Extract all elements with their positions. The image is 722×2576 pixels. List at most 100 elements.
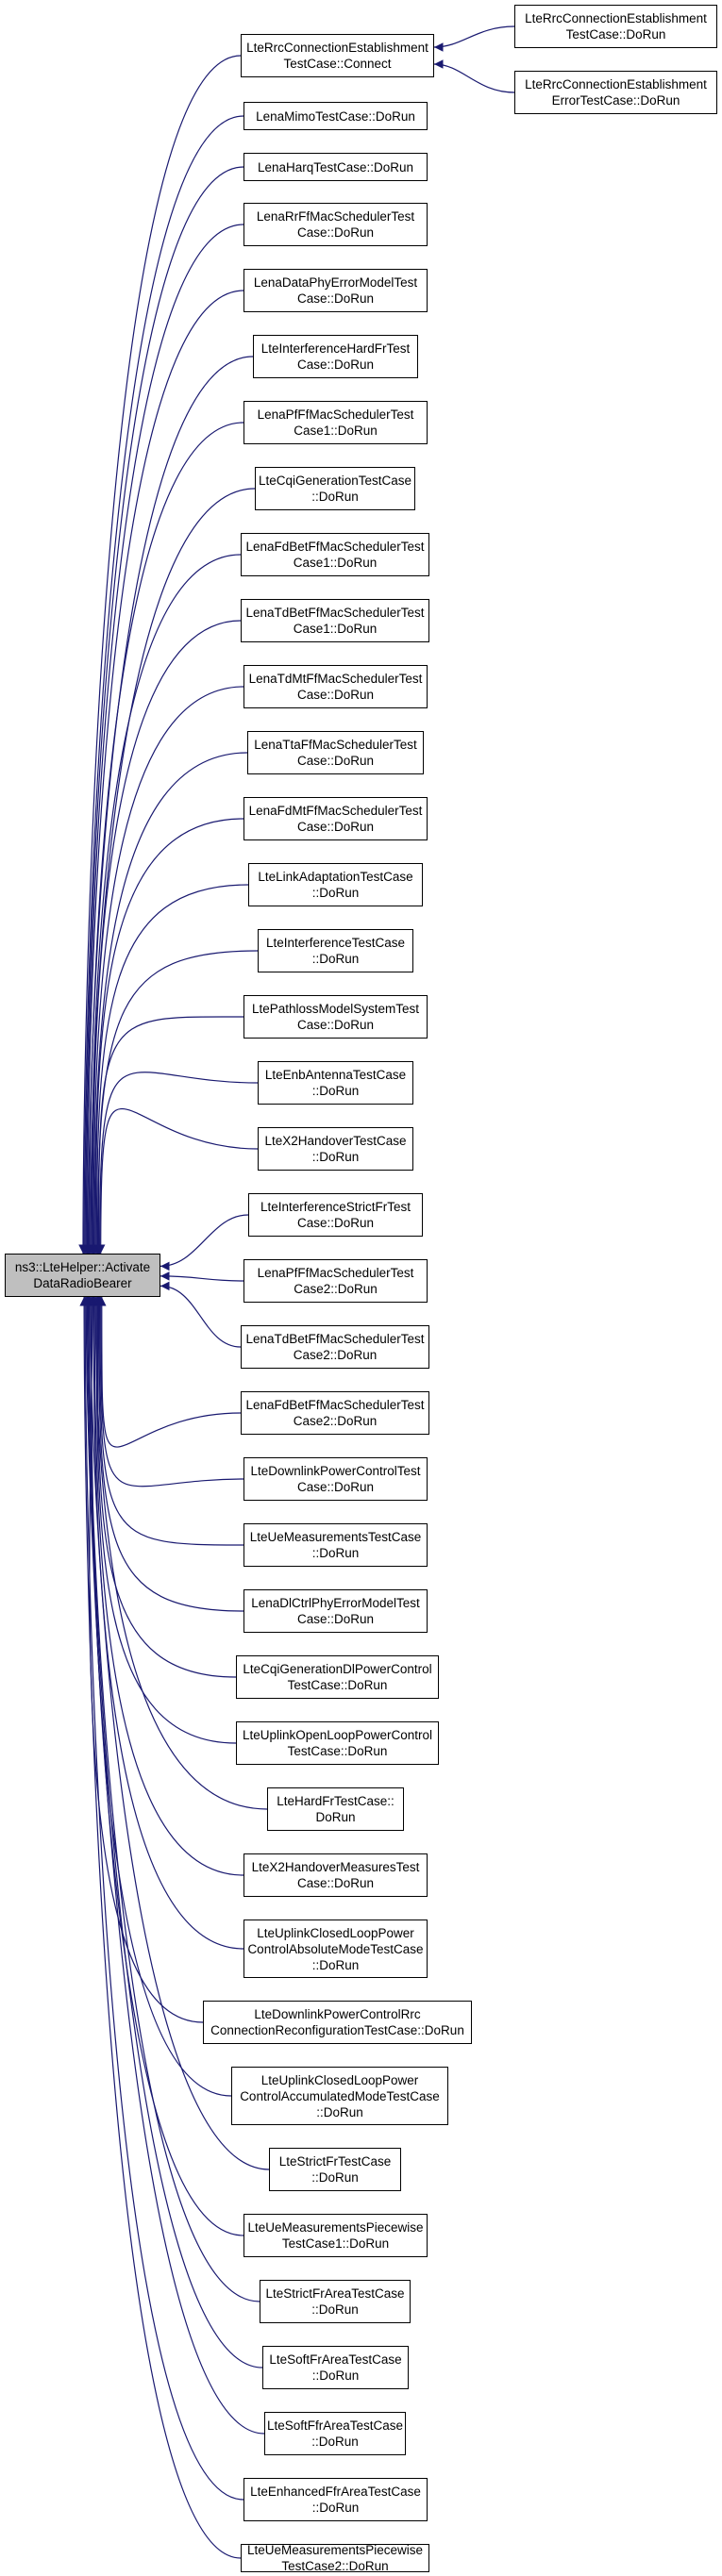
node-label-line: Case::DoRun <box>296 688 375 702</box>
caller-node[interactable]: LteStrictFrTestCase::DoRun <box>269 2148 401 2191</box>
call-edge <box>90 1296 244 1876</box>
node-label-line: LteInterferenceHardFrTest <box>260 341 411 356</box>
caller-node[interactable]: LteHardFrTestCase::DoRun <box>267 1787 404 1831</box>
node-label-line: TestCase::DoRun <box>287 1744 388 1758</box>
caller-node[interactable]: LteX2HandoverTestCase::DoRun <box>258 1127 413 1171</box>
node-label: LenaMimoTestCase::DoRun <box>256 108 415 125</box>
call-edge <box>80 166 244 1255</box>
node-label-line: Case::DoRun <box>296 1876 375 1890</box>
call-edge <box>160 1214 249 1271</box>
node-label-line: ControlAccumulatedModeTestCase <box>240 2088 440 2103</box>
node-label-line: ::DoRun <box>311 2368 360 2383</box>
node-label-line: LteX2HandoverTestCase <box>264 1134 407 1148</box>
node-label: LteX2HandoverTestCase::DoRun <box>264 1133 406 1165</box>
caller-node[interactable]: LteCqiGenerationTestCase::DoRun <box>255 467 415 510</box>
node-label-line: ErrorTestCase::DoRun <box>551 93 680 108</box>
node-label-line: LenaTdMtFfMacSchedulerTest <box>248 672 423 686</box>
node-label-line: Case::DoRun <box>296 225 375 240</box>
caller-node[interactable]: LteSoftFfrAreaTestCase::DoRun <box>264 2412 406 2455</box>
node-label-line: LteUeMeasurementsPiecewise <box>247 2220 424 2235</box>
node-label-line: LteInterferenceTestCase <box>265 936 406 950</box>
node-label-line: Case::DoRun <box>296 1612 375 1626</box>
call-edge <box>81 224 244 1255</box>
node-label-line: Case::DoRun <box>296 357 375 372</box>
caller-node[interactable]: LteUeMeasurementsTestCase::DoRun <box>243 1523 428 1567</box>
node-label-line: Case2::DoRun <box>293 1414 378 1428</box>
node-label-line: LteCqiGenerationDlPowerControl <box>243 1662 432 1676</box>
call-edge <box>433 25 515 52</box>
call-edge <box>92 1296 237 1678</box>
call-edge <box>87 554 242 1255</box>
caller-node[interactable]: LteEnbAntennaTestCase::DoRun <box>258 1061 413 1105</box>
node-label-line: Case::DoRun <box>296 754 375 768</box>
call-edge <box>95 1296 244 1487</box>
caller-node[interactable]: LteSoftFrAreaTestCase::DoRun <box>262 2346 409 2389</box>
node-label-line: LenaDlCtrlPhyErrorModelTest <box>251 1596 420 1610</box>
node-label: LteSoftFrAreaTestCase::DoRun <box>269 2352 401 2384</box>
call-edge <box>88 1296 204 2023</box>
caller-node[interactable]: LteEnhancedFfrAreaTestCase::DoRun <box>243 2478 428 2521</box>
call-edge <box>78 55 242 1255</box>
call-edge <box>92 950 259 1255</box>
node-label: LteLinkAdaptationTestCase::DoRun <box>258 869 412 901</box>
node-label-line: ::DoRun <box>311 952 360 966</box>
caller-node[interactable]: LenaHarqTestCase::DoRun <box>243 153 428 181</box>
call-edge <box>82 1296 263 2368</box>
node-label-line: LteEnbAntennaTestCase <box>264 1068 407 1082</box>
node-label-line: LenaDataPhyErrorModelTest <box>253 275 418 290</box>
caller-node[interactable]: LteStrictFrAreaTestCase::DoRun <box>260 2280 411 2323</box>
node-label-line: LenaFdBetFfMacSchedulerTest <box>245 540 425 554</box>
node-label-line: TestCase::DoRun <box>287 1678 388 1692</box>
node-label-line: DoRun <box>315 1810 356 1824</box>
node-label-line: LenaMimoTestCase::DoRun <box>256 108 415 124</box>
node-label-line: LteUplinkClosedLoopPower <box>257 1925 414 1940</box>
node-label-line: ConnectionReconfigurationTestCase::DoRun <box>210 2023 464 2037</box>
caller-node[interactable]: LteInterferenceTestCase::DoRun <box>258 929 413 972</box>
node-label-line: LenaHarqTestCase::DoRun <box>257 159 414 175</box>
call-edge <box>79 115 244 1255</box>
node-label-line: Case::DoRun <box>296 820 375 834</box>
caller-node[interactable]: LteLinkAdaptationTestCase::DoRun <box>248 863 423 906</box>
node-label-line: ::DoRun <box>311 490 359 504</box>
node-label-line: ::DoRun <box>311 1150 360 1164</box>
caller-node[interactable]: LenaMimoTestCase::DoRun <box>243 102 428 130</box>
node-label-line: LteLinkAdaptationTestCase <box>258 870 413 884</box>
node-label-line: LteRrcConnectionEstablishment <box>525 11 707 25</box>
call-edge <box>85 1296 270 2170</box>
